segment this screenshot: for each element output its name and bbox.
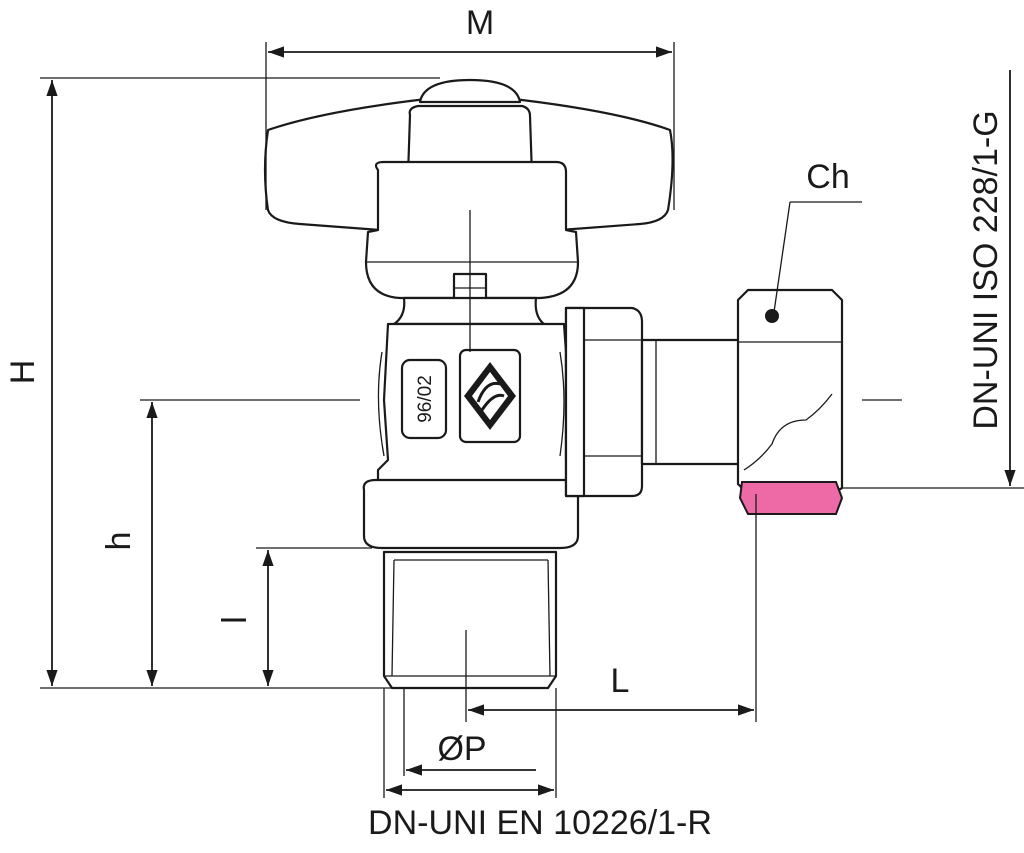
ch-leader [773,201,791,313]
dim-label-P: ØP [437,730,486,768]
hex-nut-flange [564,306,586,498]
dim-label-m: M [466,4,494,42]
valve-drawing: 96/02 [263,78,902,690]
dim-label-L: L [611,662,630,700]
dim-label-Ch: Ch [806,158,849,196]
body-curve-right [559,351,565,457]
handwheel-cap [418,78,522,104]
spindle-column [406,104,534,178]
union-nut-dot [765,309,779,323]
body-curve-left [377,351,385,457]
inlet-thread [382,550,558,690]
logo-diamond-icon [464,362,516,430]
dim-label-h: h [100,532,138,551]
marking-plate [400,358,448,440]
union-nut-cutaway [743,393,833,471]
dim-label-l: l [216,616,254,624]
dimension-lines: M H h l L ØP DN-UNI EN 10226/1-R Ch [4,4,1024,842]
inlet-standard-label: DN-UNI EN 10226/1-R [368,804,712,842]
body-collar [362,478,580,550]
outlet-pipe [640,338,744,466]
outlet-standard-label: DN-UNI ISO 228/1-G [967,110,1005,429]
valve-neck [392,296,546,326]
outlet-gasket [738,481,844,515]
inlet-thread-line-left [391,559,395,677]
dim-label-H: H [4,360,42,385]
inlet-thread-line-right [547,559,551,677]
body-marking-text: 96/02 [415,375,436,423]
